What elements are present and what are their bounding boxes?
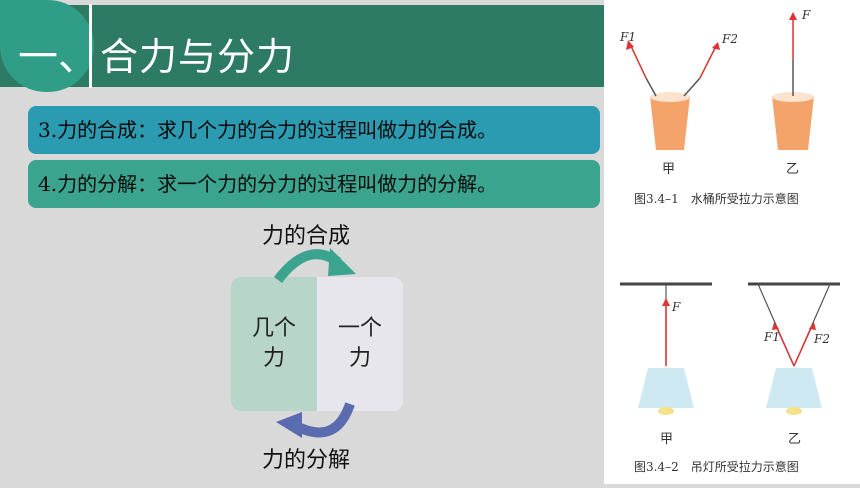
title-divider — [89, 4, 92, 88]
title-number-badge — [0, 0, 94, 92]
title-bar — [0, 5, 604, 87]
sub-label-jia-2: 甲 — [660, 432, 674, 447]
bucket-yi — [772, 96, 814, 150]
force-diagrams — [620, 12, 840, 415]
bucket-rim-jia — [650, 92, 690, 102]
label-f2: F2 — [722, 32, 738, 46]
several-forces-box: 几个 力 — [231, 277, 317, 411]
sub-label-jia: 甲 — [662, 162, 676, 177]
lamp-jia — [638, 368, 694, 408]
right-box-line2: 力 — [348, 346, 371, 371]
left-box-line2: 力 — [262, 346, 285, 371]
label-f2-lamp: F2 — [814, 332, 830, 346]
caption-fig2: 图3.4–2 吊灯所受拉力示意图 — [634, 460, 799, 474]
label-f-lamp: F — [672, 300, 681, 314]
sub-label-yi-2: 乙 — [788, 432, 802, 447]
decomposition-arrow — [276, 402, 355, 438]
right-box-line1: 一个 — [337, 316, 382, 341]
definition-decomposition: 4.力的分解：求一个力的分力的过程叫做力的分解。 — [28, 160, 600, 208]
page-title: 合力与分力 — [100, 35, 296, 79]
definition-composition: 3.力的合成：求几个力的合力的过程叫做力的合成。 — [28, 106, 600, 154]
label-f1-lamp: F1 — [764, 330, 780, 344]
title-number: 一、 — [18, 34, 98, 80]
caption-fig1: 图3.4–1 水桶所受拉力示意图 — [634, 192, 799, 206]
label-f: F — [802, 8, 811, 22]
label-f1: F1 — [620, 30, 636, 44]
bucket-jia — [650, 96, 690, 150]
left-box-line1: 几个 — [251, 316, 296, 341]
lamp-yi — [766, 368, 822, 408]
decomposition-label: 力的分解 — [262, 448, 351, 473]
figure-panel: F1 F2 F 甲 乙 图3.4–1 水桶所受拉力示意图 F F1 F2 甲 乙… — [604, 0, 860, 484]
force-arrow-f2 — [699, 45, 717, 79]
composition-label: 力的合成 — [262, 224, 351, 249]
one-force-box: 一个 力 — [317, 277, 403, 411]
sub-label-yi: 乙 — [786, 162, 800, 177]
force-arrow-f1 — [629, 43, 647, 79]
composition-arrow — [274, 248, 356, 284]
